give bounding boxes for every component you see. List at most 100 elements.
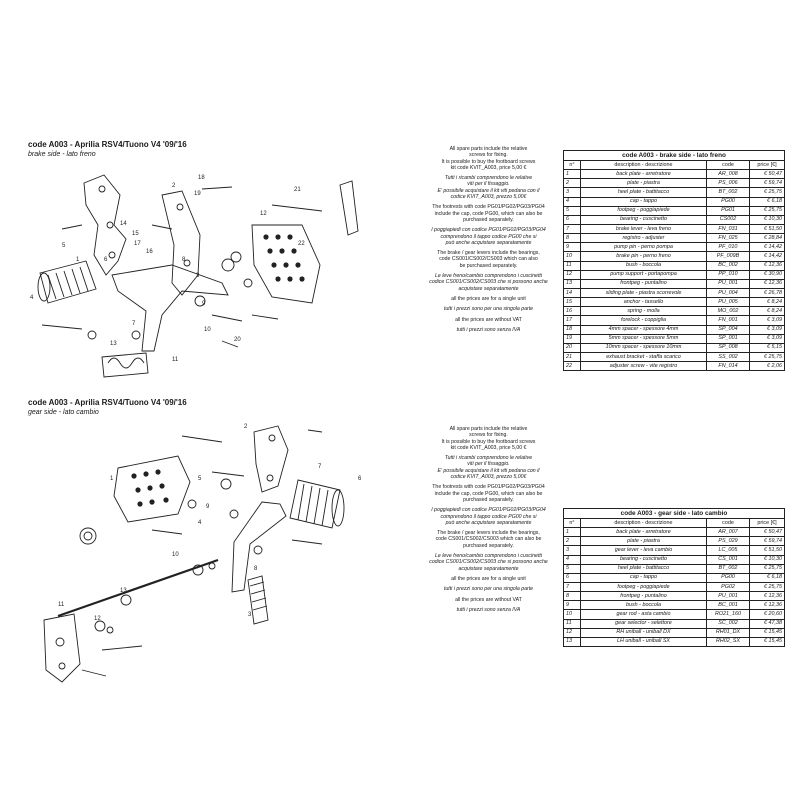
part-price: € 50,47	[749, 169, 785, 180]
brake-callout-5: 5	[62, 243, 66, 249]
brake-plate-drawing	[161, 190, 201, 296]
brake-side-subtitle: brake side - lato freno	[28, 151, 96, 158]
brake-callout-2: 2	[172, 183, 176, 189]
gear-side-parts-table: code A003 - gear side - lato cambio n° d…	[563, 508, 785, 647]
note-block: tutti i prezzi sono senza IVA	[416, 607, 561, 613]
note-line: All spare parts include the relative	[449, 426, 528, 432]
part-price: € 10,30	[749, 554, 785, 565]
part-code: PS_006	[706, 178, 750, 189]
note-line: I poggiapiedi con codice PG01/PG02/PG03/…	[431, 227, 546, 234]
gear-footpeg-drawing	[289, 479, 345, 529]
part-price: € 25,75	[749, 581, 785, 593]
note-line: purchased separately.	[463, 496, 514, 503]
note-line: purchased separately.	[463, 216, 514, 223]
part-code: MO_002	[706, 306, 750, 317]
part-number: 7	[563, 581, 581, 593]
part-price: € 15,45	[749, 636, 785, 647]
part-number: 21	[563, 351, 581, 363]
part-price: € 3,09	[749, 324, 785, 335]
part-number: 8	[563, 591, 581, 602]
part-price: € 12,36	[749, 600, 785, 611]
brake-callout-12: 12	[260, 211, 267, 217]
brake-back-plate-drawing	[83, 174, 127, 276]
gear-callout-4: 4	[198, 520, 202, 526]
part-code: PG02	[706, 581, 750, 593]
part-price: € 12,36	[749, 591, 785, 602]
part-price: € 25,75	[749, 205, 785, 216]
note-line: All spare parts include the relative	[449, 146, 528, 152]
part-price: € 12,36	[749, 260, 785, 271]
gear-screws-drawing	[81, 429, 323, 677]
part-description: frontpeg - puntalino	[580, 278, 707, 289]
part-price: € 14,42	[749, 242, 785, 253]
part-price: € 51,50	[749, 223, 785, 235]
note-line: screws for fixing.	[469, 152, 508, 159]
part-description: anchor - tassello	[580, 297, 707, 308]
note-line: purchased separately.	[463, 542, 514, 549]
part-description: footpeg - poggiapiede	[580, 581, 707, 593]
part-number: 7	[563, 223, 581, 235]
part-description: bush - boccola	[580, 260, 707, 271]
part-number: 19	[563, 333, 581, 344]
part-price: € 25,75	[749, 351, 785, 363]
note-line: codice KVIT_A003, prezzo 5,00€	[450, 474, 527, 481]
part-description: bush - boccola	[580, 600, 707, 611]
part-code: PU_004	[706, 287, 750, 299]
part-code: SP_004	[706, 324, 750, 335]
gear-plate-drawing	[253, 425, 289, 493]
frontpeg-drawing	[107, 357, 145, 369]
brake-callout-18: 18	[198, 175, 205, 181]
part-price: € 59,74	[749, 178, 785, 189]
part-description: registro - adjuster	[580, 233, 707, 244]
note-line: be purchased separately.	[459, 262, 518, 269]
part-description: 5mm spacer - spessore 5mm	[580, 333, 707, 344]
note-block: The footrests with code PG01/PG02/PG03/P…	[416, 204, 561, 223]
gear-table-caption: code A003 - gear side - lato cambio	[563, 508, 785, 518]
gear-callout-12: 12	[94, 616, 101, 622]
part-number: 3	[563, 187, 581, 198]
brake-table-header-row: n° description - descrizione code price …	[563, 159, 785, 171]
note-block: The footrests with code PG01/PG02/PG03/P…	[416, 484, 561, 503]
part-number: 9	[563, 242, 581, 253]
part-description: bearing - cuscinetto	[580, 214, 707, 225]
part-code: SP_008	[706, 342, 750, 353]
part-price: € 6,18	[749, 572, 785, 583]
note-line: kit code KVIT_A003, price 5,00 €	[450, 444, 527, 451]
gear-washers-drawing	[79, 478, 263, 555]
brake-callout-8: 8	[182, 257, 186, 263]
part-code: RH02_SX	[706, 636, 750, 647]
note-line: Le leve freno/cambio comprendono i cusci…	[435, 553, 542, 560]
gear-side-title: code A003 - Aprilia RSV4/Tuono V4 '09/'1…	[28, 398, 187, 407]
part-number: 2	[563, 178, 581, 189]
gear-callout-5: 5	[198, 476, 202, 482]
col-price-header: price [€]	[749, 159, 785, 171]
part-number: 1	[563, 527, 581, 538]
part-code: BC_002	[706, 260, 750, 271]
part-code: CS002	[706, 214, 750, 225]
part-price: € 8,24	[749, 306, 785, 317]
part-number: 5	[563, 563, 581, 574]
gear-table-header-row: n° description - descrizione code price …	[563, 517, 785, 529]
note-block: Le leve freno/cambio comprendono i cusci…	[416, 553, 561, 572]
part-number: 5	[563, 205, 581, 216]
part-number: 3	[563, 545, 581, 556]
note-line: può anche acquistare separatamente	[445, 519, 532, 526]
part-number: 10	[563, 609, 581, 620]
part-description: pump pin - perno pompa	[580, 242, 707, 253]
note-line: screws for fixing.	[469, 432, 508, 439]
part-description: exhaust bracket - staffa scarico	[580, 351, 707, 363]
brake-side-title: code A003 - Aprilia RSV4/Tuono V4 '09/'1…	[28, 140, 187, 149]
note-line: all the prices are for a single unit	[451, 295, 526, 302]
